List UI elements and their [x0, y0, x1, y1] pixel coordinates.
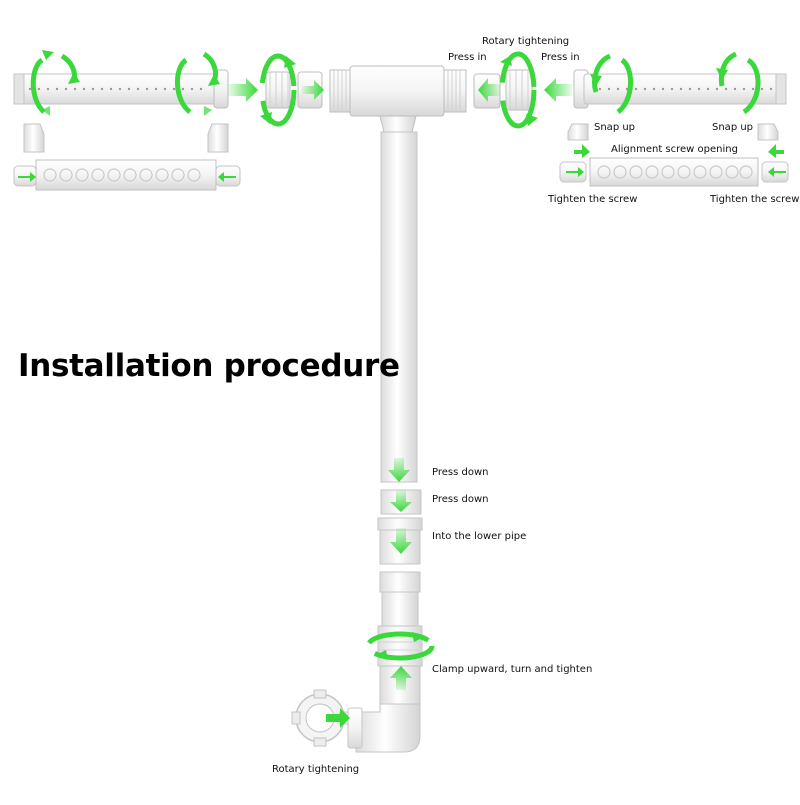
rotate-arrow-icon [716, 68, 728, 80]
clip-left-b [207, 123, 229, 153]
snap-arrow-icon [574, 144, 590, 158]
elbow-fitting [347, 703, 421, 753]
rotate-arrow-icon [500, 56, 512, 66]
left-coupler [265, 71, 291, 109]
push-arrow-icon [228, 78, 258, 102]
rotate-arrow-icon [42, 50, 54, 60]
snap-arrow-icon [204, 106, 212, 116]
rotate-arrow-icon [592, 53, 634, 114]
clip-left-a [23, 123, 45, 153]
label-clamp-upward: Clamp upward, turn and tighten [432, 664, 593, 675]
rotate-arrow-icon [284, 56, 296, 68]
label-press-down-1: Press down [432, 467, 489, 478]
rotate-arrow-icon [499, 51, 537, 129]
label-snap-up-left: Snap up [594, 122, 636, 133]
label-tighten-screw-left: Tighten the screw [548, 194, 638, 205]
rotate-arrow-icon [526, 114, 538, 126]
label-snap-up-right: Snap up [712, 122, 754, 133]
rotate-arrow-icon [590, 74, 602, 86]
push-arrow-icon [544, 78, 572, 102]
vertical-pipe [380, 131, 418, 483]
right-coupler [505, 69, 533, 111]
right-light-bar [559, 157, 789, 187]
left-spray-bar [13, 69, 229, 109]
left-light-bar [13, 159, 241, 191]
rotate-arrow-icon [718, 51, 761, 115]
clip-right-b [757, 123, 779, 141]
screw-arrow-icon [768, 167, 786, 177]
rotate-arrow-icon [68, 72, 80, 84]
label-into-lower-pipe: Into the lower pipe [432, 531, 527, 542]
rotate-arrow-icon [365, 631, 435, 661]
label-alignment-screw-opening: Alignment screw opening [611, 144, 738, 155]
screw-arrow-icon [566, 167, 584, 177]
clip-right-a [567, 123, 589, 141]
tee-fitting [329, 65, 467, 133]
push-arrow-icon [302, 80, 324, 100]
rotate-arrow-icon [208, 74, 220, 86]
rotary-nut [291, 689, 349, 747]
push-arrow-icon [326, 708, 350, 728]
clamp-up-arrow-icon [390, 666, 412, 690]
snap-arrow-icon [42, 106, 50, 116]
label-rotary-tightening-top: Rotary tightening [482, 36, 570, 47]
snap-arrow-icon [768, 144, 784, 158]
page-title: Installation procedure [18, 348, 400, 384]
screw-arrow-icon [218, 172, 236, 182]
press-down-arrow-icon [390, 528, 412, 554]
label-press-in-left: Press in [448, 52, 487, 63]
screw-arrow-icon [18, 172, 36, 182]
label-press-down-2: Press down [432, 494, 489, 505]
rotate-arrow-icon [259, 53, 297, 127]
label-tighten-screw-right: Tighten the screw [710, 194, 800, 205]
label-rotary-tightening-bottom: Rotary tightening [272, 764, 360, 775]
rotate-arrow-icon [412, 632, 426, 642]
rotate-arrow-icon [374, 650, 388, 660]
press-down-arrow-icon [388, 458, 410, 482]
right-spray-bar [573, 69, 787, 109]
label-press-in-right: Press in [541, 52, 580, 63]
rotate-arrow-icon [260, 112, 272, 124]
press-down-arrow-icon [390, 490, 412, 512]
push-arrow-icon [478, 78, 500, 102]
